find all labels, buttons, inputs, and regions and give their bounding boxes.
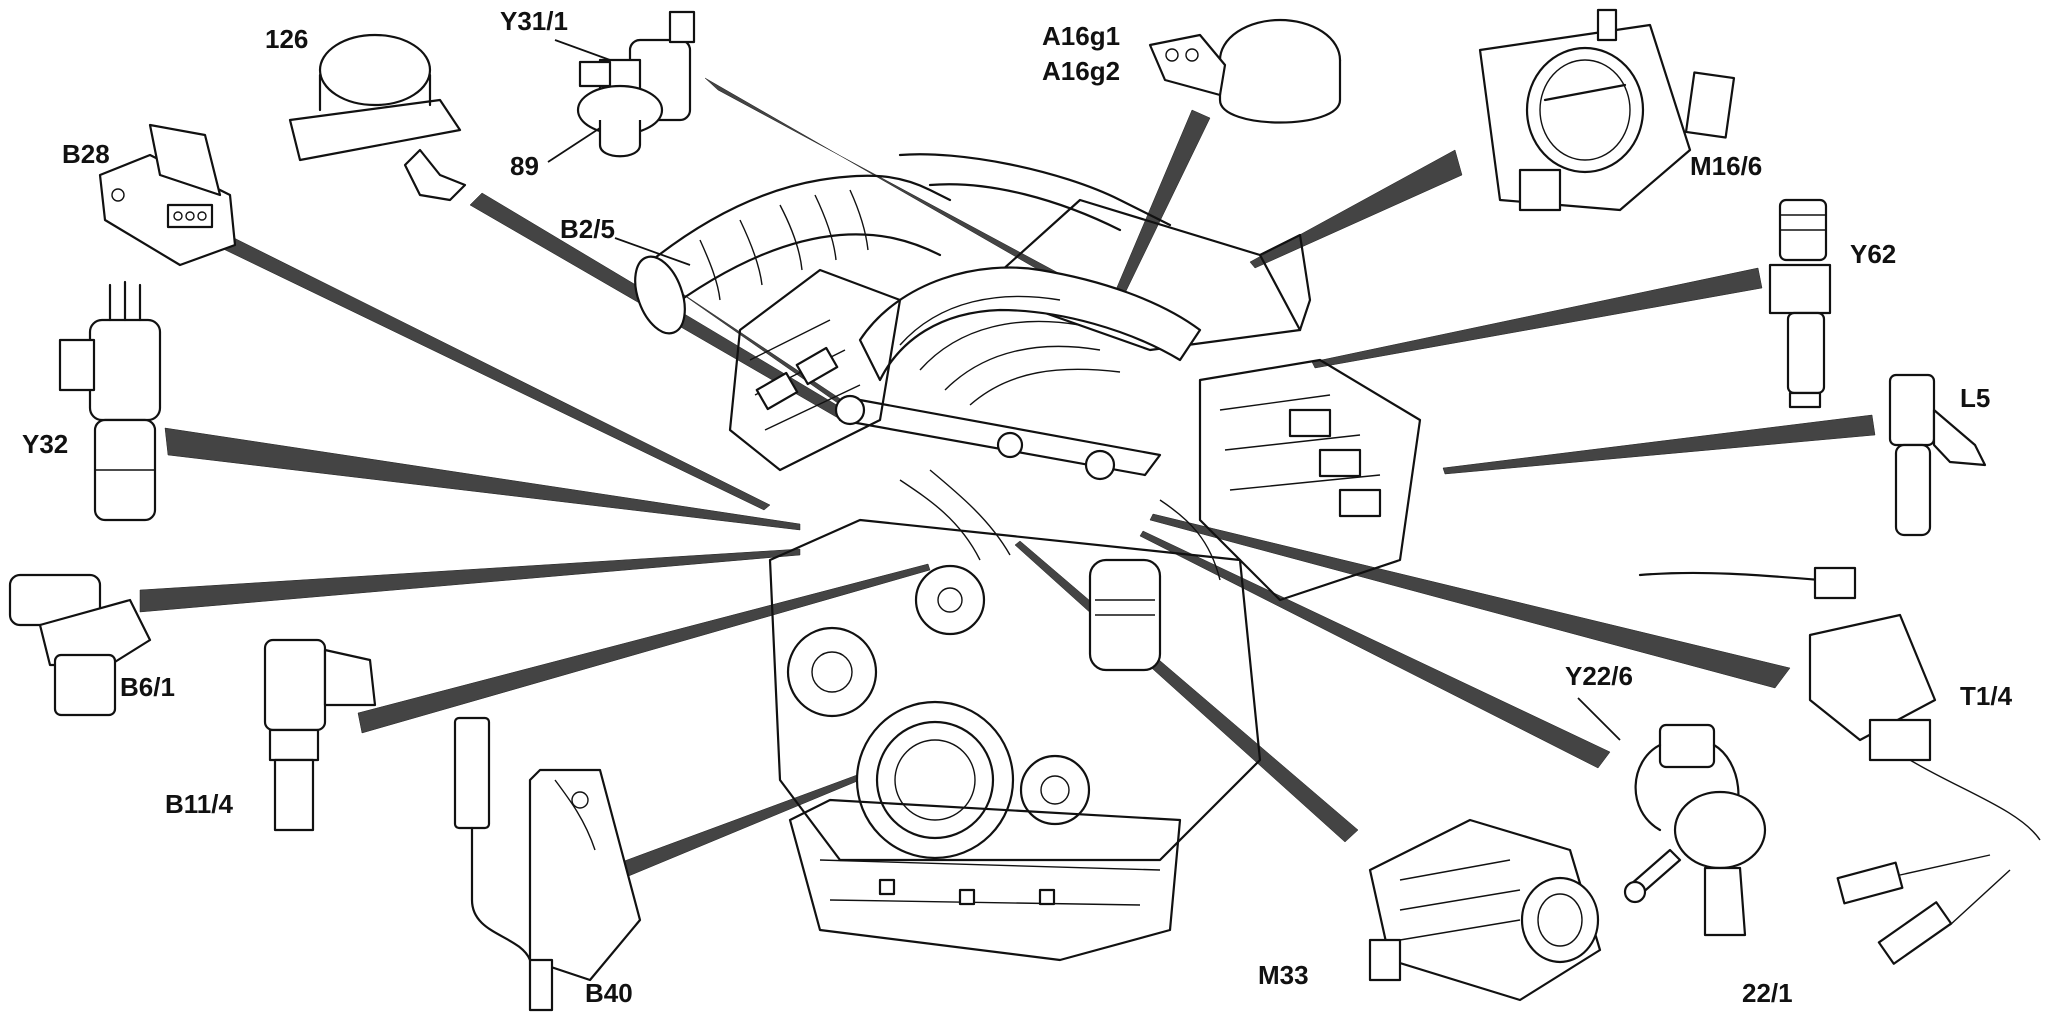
wedge-y31-1 bbox=[704, 77, 1091, 297]
label-b2-5: B2/5 bbox=[560, 214, 615, 244]
wedge-y32 bbox=[164, 427, 801, 531]
component-m16-6 bbox=[1478, 8, 1736, 212]
component-y62 bbox=[1768, 198, 1832, 409]
component-y22-6 bbox=[1634, 723, 1740, 842]
label-y31-1: Y31/1 bbox=[500, 6, 568, 36]
label-a16g2: A16g2 bbox=[1042, 56, 1120, 86]
label-y62: Y62 bbox=[1850, 239, 1896, 269]
label-m16-6: M16/6 bbox=[1690, 151, 1762, 181]
component-b11-4 bbox=[263, 638, 377, 832]
label-leaders bbox=[547, 39, 1621, 741]
wedge-t1-4 bbox=[1149, 513, 1791, 689]
label-b40: B40 bbox=[585, 978, 633, 1008]
component-126 bbox=[288, 33, 467, 202]
engine-assembly bbox=[634, 153, 1422, 962]
label-l5: L5 bbox=[1960, 383, 1990, 413]
component-y31-1 bbox=[576, 10, 696, 158]
label-89: 89 bbox=[510, 151, 539, 181]
labels: 126 Y31/1 A16g1 A16g2 M16/6 B28 89 B2/5 … bbox=[22, 6, 2013, 1008]
label-y32: Y32 bbox=[22, 429, 68, 459]
wedge-m16-6 bbox=[1249, 149, 1463, 269]
wedge-y62 bbox=[1311, 267, 1763, 369]
wedge-l5 bbox=[1442, 414, 1876, 475]
component-b28 bbox=[98, 123, 237, 267]
label-m33: M33 bbox=[1258, 960, 1309, 990]
label-b11-4: B11/4 bbox=[165, 789, 233, 819]
component-b40 bbox=[453, 716, 642, 1012]
label-t1-4: T1/4 bbox=[1960, 681, 2013, 711]
label-126: 126 bbox=[265, 24, 308, 54]
wedge-a16g bbox=[1103, 109, 1211, 321]
wedge-b40 bbox=[599, 774, 861, 886]
leader-wedges bbox=[139, 77, 1876, 886]
label-b6-1: B6/1 bbox=[120, 672, 175, 702]
component-m33 bbox=[1368, 818, 1602, 1002]
label-y22-6: Y22/6 bbox=[1565, 661, 1633, 691]
component-t1-4 bbox=[1638, 566, 2041, 965]
component-b6-1 bbox=[8, 573, 152, 717]
label-a16g1: A16g1 bbox=[1042, 21, 1120, 51]
component-22-1 bbox=[1623, 790, 1767, 937]
component-a16g bbox=[1148, 18, 1342, 124]
wedge-b11-4 bbox=[357, 563, 931, 734]
label-b28: B28 bbox=[62, 139, 110, 169]
label-22-1: 22/1 bbox=[1742, 978, 1793, 1008]
wedge-y22-6 bbox=[1139, 530, 1611, 769]
component-y32 bbox=[58, 280, 162, 522]
component-l5 bbox=[1888, 373, 1987, 537]
wedge-b6-1 bbox=[139, 548, 801, 613]
